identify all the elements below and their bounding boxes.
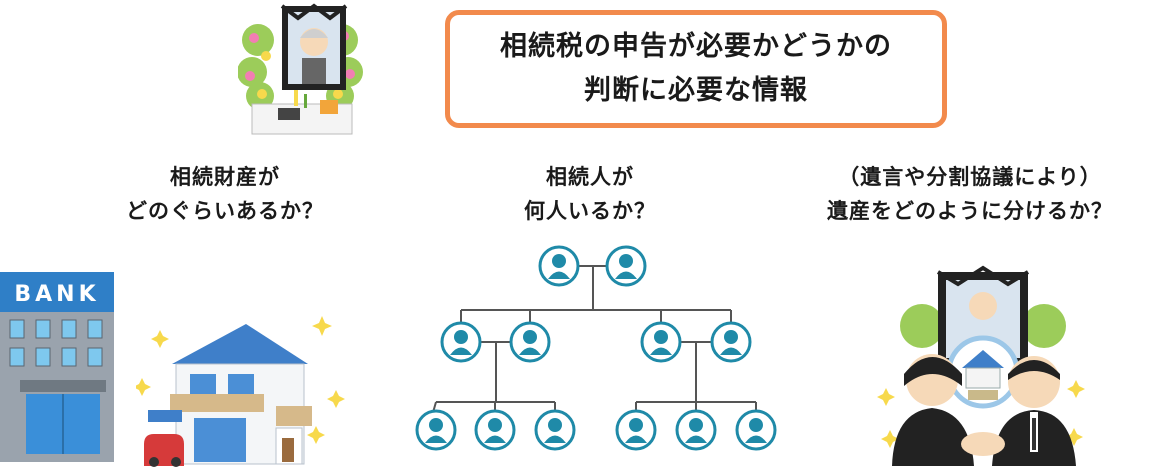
person-icon <box>735 409 777 451</box>
title-line-2: 判断に必要な情報 <box>584 75 808 106</box>
person-icon <box>474 409 516 451</box>
person-icon <box>534 409 576 451</box>
caption-division: （遺言や分割協議により） 遺産をどのように分けるか？ <box>790 160 1150 228</box>
caption-division-line-1: （遺言や分割協議により） <box>838 165 1102 189</box>
bank-sign: BANK <box>14 282 99 307</box>
person-icon <box>675 409 717 451</box>
person-icon <box>538 245 580 287</box>
person-icon <box>640 321 682 363</box>
person-icon <box>509 321 551 363</box>
person-icon <box>415 409 457 451</box>
title-line-1: 相続税の申告が必要かどうかの <box>500 31 892 62</box>
funeral-altar-icon <box>238 0 363 136</box>
caption-assets: 相続財産が どのぐらいあるか？ <box>60 160 390 228</box>
person-icon <box>710 321 752 363</box>
spark-icon <box>136 316 345 444</box>
person-icon <box>440 321 482 363</box>
caption-assets-line-2: どのぐらいあるか？ <box>126 199 324 223</box>
handshake-icon <box>876 262 1090 466</box>
caption-heirs-line-1: 相続人が <box>546 165 634 189</box>
bank-icon: BANK <box>0 272 116 464</box>
caption-assets-line-1: 相続財産が <box>170 165 280 189</box>
caption-heirs: 相続人が 何人いるか？ <box>440 160 740 228</box>
house-icon <box>136 310 348 468</box>
caption-heirs-line-2: 何人いるか？ <box>524 199 656 223</box>
person-icon <box>605 245 647 287</box>
title-box: 相続税の申告が必要かどうかの 判断に必要な情報 <box>445 10 947 128</box>
tree-connector <box>427 401 437 431</box>
caption-division-line-2: 遺産をどのように分けるか？ <box>827 199 1113 223</box>
person-icon <box>615 409 657 451</box>
